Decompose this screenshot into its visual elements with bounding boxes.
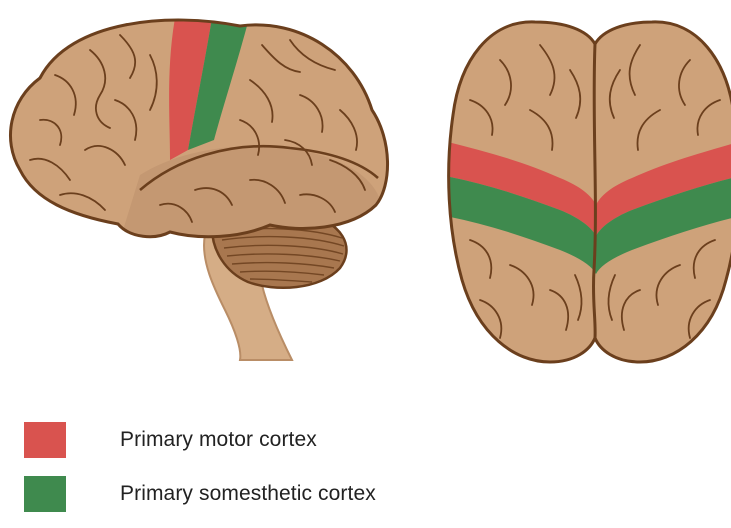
legend: Primary motor cortex Primary somesthetic… [24, 420, 376, 528]
legend-item-somesthetic: Primary somesthetic cortex [24, 474, 376, 514]
superior-brain-view [440, 22, 731, 362]
brain-figure [0, 0, 731, 370]
somesthetic-label: Primary somesthetic cortex [120, 482, 376, 506]
legend-item-motor: Primary motor cortex [24, 420, 376, 460]
lateral-brain-view [10, 18, 387, 360]
somesthetic-swatch [24, 476, 66, 512]
motor-swatch [24, 422, 66, 458]
motor-label: Primary motor cortex [120, 428, 317, 452]
